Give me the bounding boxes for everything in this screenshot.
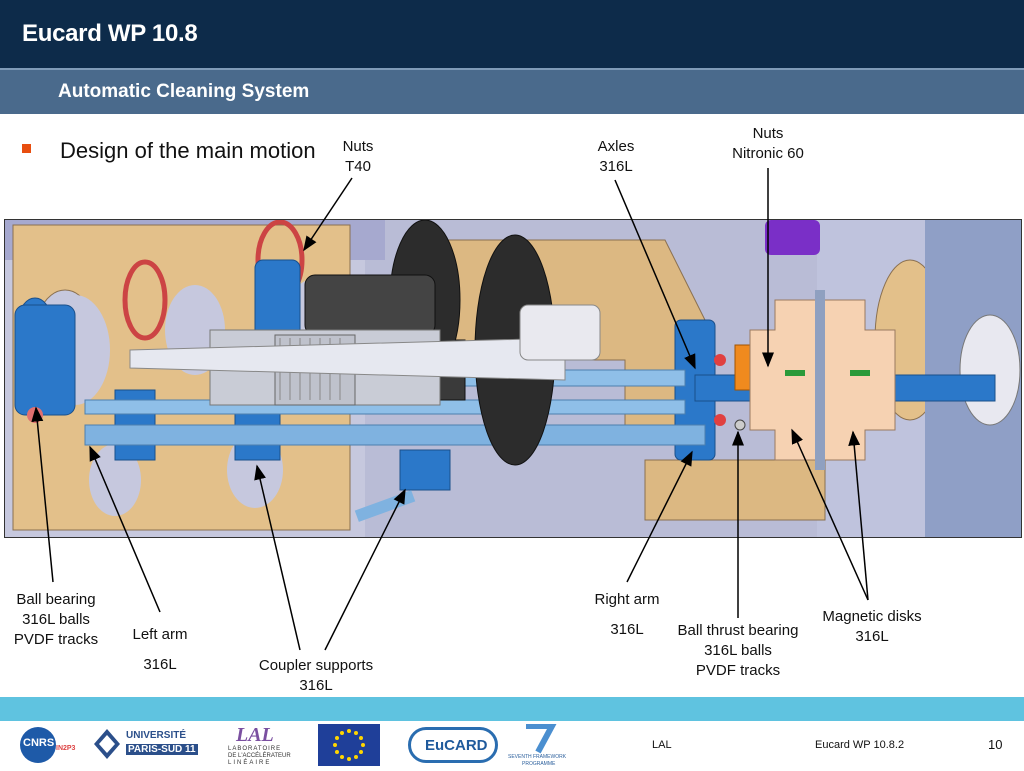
slide-subtitle: Automatic Cleaning System (58, 81, 310, 102)
eu-flag-logo (318, 724, 380, 766)
universite-paris-sud-logo: UNIVERSITÉ PARIS-SUD 11 (92, 727, 200, 761)
lal-logo: LAL LABORATOIRE DE L'ACCÉLÉRATEUR LINÉAI… (228, 724, 291, 766)
assembly-illustration (5, 220, 1021, 537)
assembly-drawing (4, 219, 1022, 538)
bullet-icon (22, 144, 31, 153)
title-bar: Eucard WP 10.8 (0, 0, 1024, 68)
bullet-text: Design of the main motion (60, 138, 316, 163)
footer-band (0, 697, 1024, 721)
footer-center-text: Eucard WP 10.8.2 (815, 739, 905, 751)
subtitle-bar: Automatic Cleaning System (0, 68, 1024, 114)
eucard-logo: EuCARD (408, 727, 498, 763)
label-left-arm: Left arm 316L (132, 626, 188, 673)
fp7-logo: SEVENTH FRAMEWORK PROGRAMME (508, 723, 568, 768)
label-right-arm: Right arm 316L (594, 591, 660, 638)
page-number: 10 (988, 737, 1003, 752)
footer: CNRS IN2P3 UNIVERSITÉ PARIS-SUD 11 LAL L… (0, 721, 1024, 768)
footer-left-text: LAL (652, 739, 672, 751)
slide-title: Eucard WP 10.8 (22, 20, 198, 47)
cnrs-logo: CNRS IN2P3 (20, 727, 78, 763)
